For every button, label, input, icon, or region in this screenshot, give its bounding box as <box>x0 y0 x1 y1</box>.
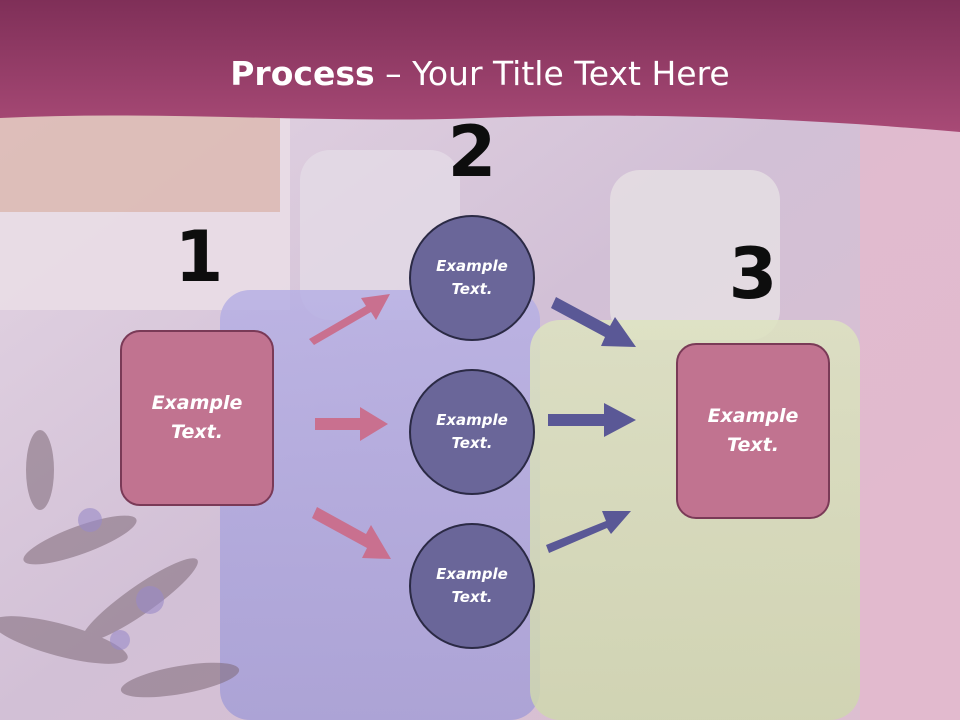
circle-3-line2: Text. <box>451 588 493 606</box>
arrow-to-circle-2 <box>315 407 388 441</box>
circle-3: Example Text. <box>409 523 535 649</box>
title-bold: Process <box>230 54 375 93</box>
step-1-line2: Text. <box>171 421 223 443</box>
page-title: Process – Your Title Text Here <box>0 52 960 96</box>
circle-2: Example Text. <box>409 369 535 495</box>
arrow-to-circle-3 <box>312 507 391 559</box>
circle-1-line1: Example <box>436 257 508 275</box>
arrow-from-circle-2 <box>548 403 636 437</box>
step-number-1: 1 <box>174 216 224 298</box>
circle-1-line2: Text. <box>451 280 493 298</box>
step-number-3: 3 <box>728 233 778 315</box>
circle-2-line2: Text. <box>451 434 493 452</box>
step-3-line1: Example <box>707 405 799 427</box>
step-number-2: 2 <box>447 111 497 193</box>
step-3-line2: Text. <box>727 434 779 456</box>
step-1-box: Example Text. <box>120 330 274 506</box>
step-3-box: Example Text. <box>676 343 830 519</box>
title-rest: – Your Title Text Here <box>374 54 730 93</box>
step-1-line1: Example <box>151 392 243 414</box>
arrow-from-circle-1 <box>551 297 636 347</box>
circle-3-line1: Example <box>436 565 508 583</box>
title-banner <box>0 0 960 132</box>
arrow-to-circle-1 <box>309 294 390 345</box>
circle-1: Example Text. <box>409 215 535 341</box>
circle-2-line1: Example <box>436 411 508 429</box>
arrow-from-circle-3 <box>546 511 631 553</box>
